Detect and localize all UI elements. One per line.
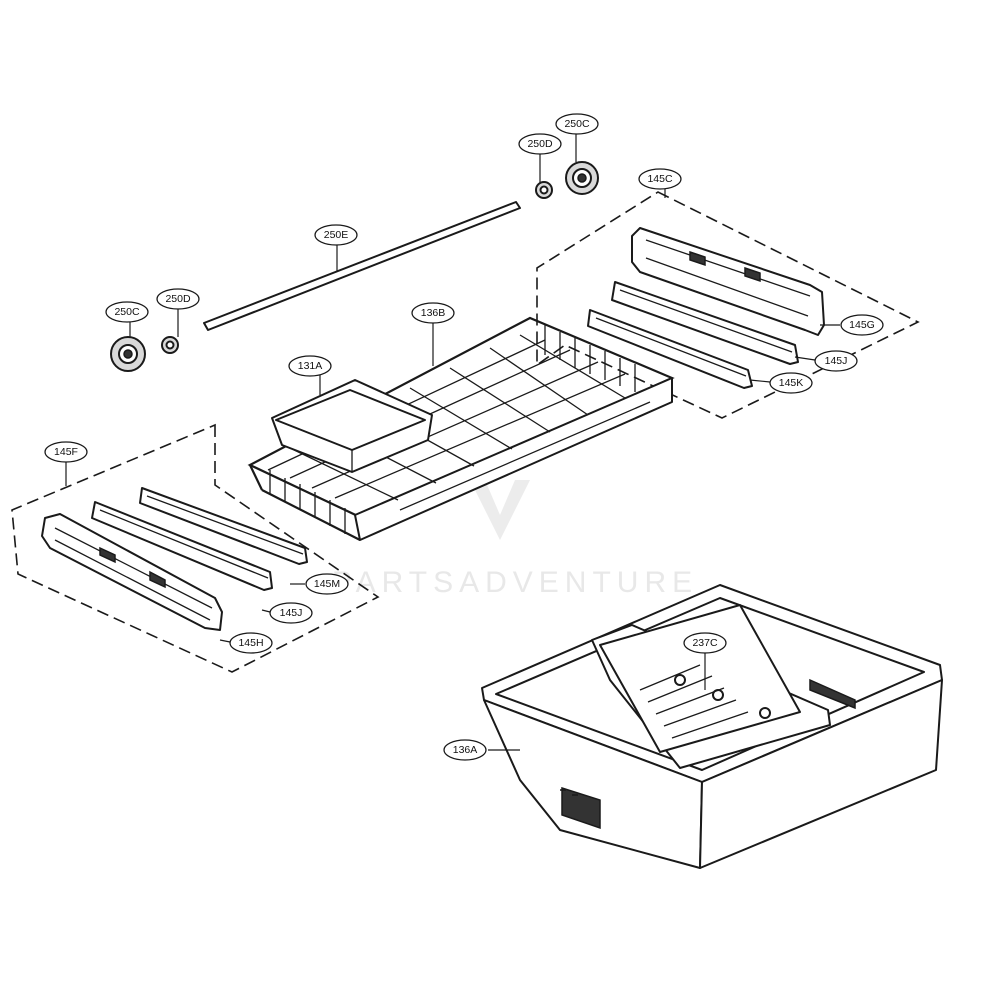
callout-145j-right: 145J — [814, 350, 858, 372]
callout-label: 250C — [564, 118, 590, 130]
watermark-text: PARTSADVENTURE — [332, 566, 698, 599]
callout-label: 145J — [825, 355, 848, 367]
part-250c-gear-top — [565, 161, 599, 195]
callout-label: 250D — [165, 293, 191, 305]
group-outline-145c — [536, 191, 920, 419]
callout-label: 145H — [238, 637, 263, 649]
callout-131a: 131A — [288, 355, 332, 377]
callout-250d-top: 250D — [518, 133, 562, 155]
part-250d-collar-left — [161, 336, 179, 354]
callout-250d-left: 250D — [156, 288, 200, 310]
callout-label: 136B — [421, 307, 446, 319]
callout-237c: 237C — [683, 632, 727, 654]
part-145h-bracket — [41, 513, 223, 631]
callout-label: 131A — [298, 360, 323, 372]
part-145g-bracket — [631, 227, 825, 336]
callout-250e: 250E — [314, 224, 358, 246]
callout-label: 145K — [779, 377, 804, 389]
callout-145g: 145G — [840, 314, 884, 336]
callout-145f: 145F — [44, 441, 88, 463]
part-145k-rail — [587, 309, 753, 389]
callout-136b: 136B — [411, 302, 455, 324]
callout-label: 136A — [453, 744, 478, 756]
callout-label: 250E — [324, 229, 349, 241]
part-145m-rail — [139, 487, 308, 565]
part-131a-bin — [271, 379, 433, 473]
callout-label: 237C — [692, 637, 718, 649]
part-145j-rail-right — [611, 281, 799, 365]
part-237c-divider — [591, 604, 831, 769]
part-250d-collar-top — [535, 181, 553, 199]
callout-145m: 145M — [305, 573, 349, 595]
callout-label: 145C — [647, 173, 673, 185]
callout-label: 145J — [280, 607, 303, 619]
callout-250c-left: 250C — [105, 301, 149, 323]
leader-lines — [65, 133, 840, 751]
callout-145k: 145K — [769, 372, 813, 394]
callout-label: 145F — [54, 446, 78, 458]
part-145j-rail-left — [91, 501, 273, 591]
part-250e-shaft — [203, 201, 521, 331]
callout-250c-top: 250C — [555, 113, 599, 135]
watermark: PARTSADVENTURE — [332, 480, 698, 599]
callout-label: 145G — [849, 319, 875, 331]
part-250c-gear-left — [110, 336, 146, 372]
callout-136a: 136A — [443, 739, 487, 761]
callout-label: 250C — [114, 306, 140, 318]
part-136b-wire-basket — [247, 316, 675, 541]
callout-145c: 145C — [638, 168, 682, 190]
callout-label: 250D — [527, 138, 553, 150]
group-outline-145f — [11, 423, 380, 673]
callout-145j-left: 145J — [269, 602, 313, 624]
callout-145h: 145H — [229, 632, 273, 654]
callout-label: 145M — [314, 578, 340, 590]
